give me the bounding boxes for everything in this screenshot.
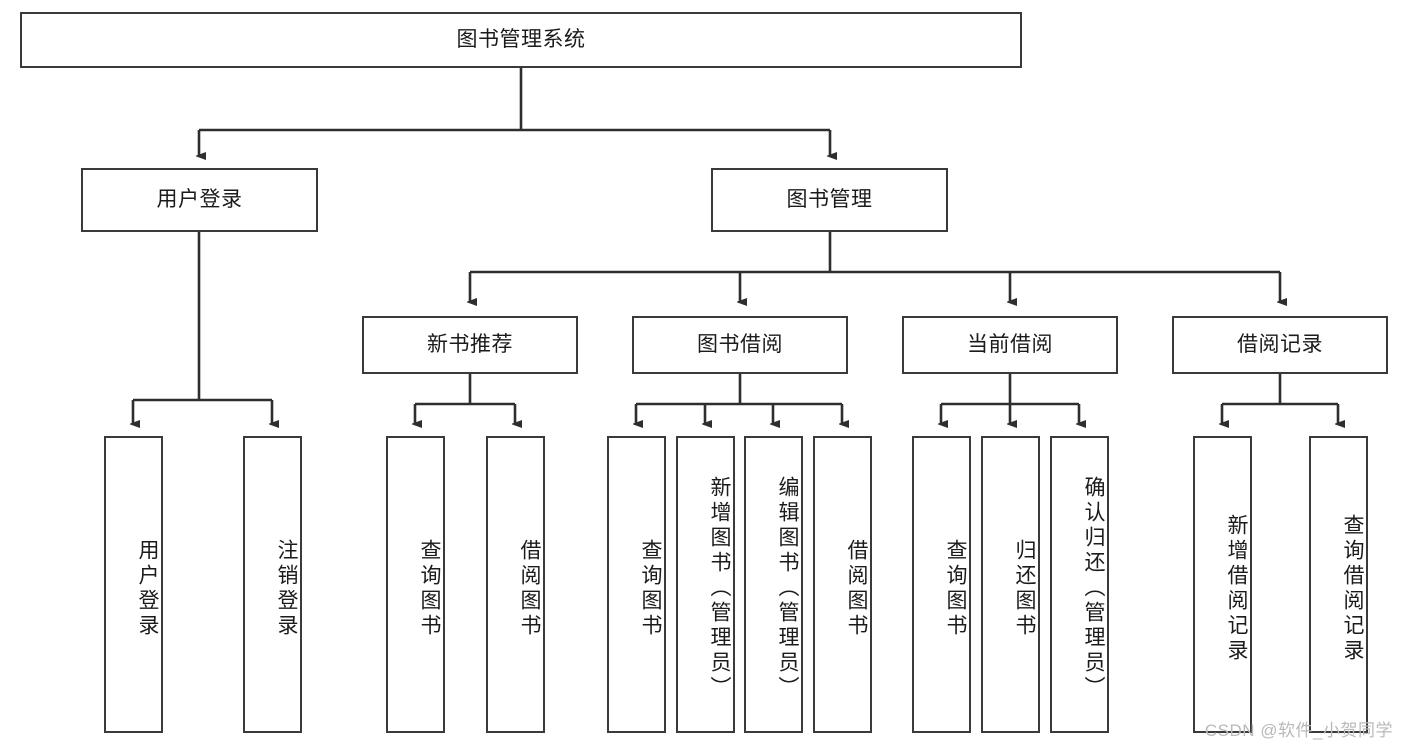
node-label: 借阅图书: [845, 538, 868, 639]
node-label: 编辑图书（管理员）: [776, 476, 799, 701]
node-label: 查询图书: [418, 538, 441, 639]
leaf-borrow-query-book[interactable]: 查询图书: [607, 436, 666, 733]
node-label: 查询图书: [639, 538, 662, 639]
node-label: 图书管理: [786, 188, 873, 212]
node-current-borrow[interactable]: 当前借阅: [902, 316, 1118, 374]
node-label: 图书借阅: [697, 333, 783, 357]
node-new-book-recommend[interactable]: 新书推荐: [362, 316, 578, 374]
node-label: 新增借阅记录: [1225, 513, 1248, 664]
leaf-newbook-borrow-book[interactable]: 借阅图书: [486, 436, 545, 733]
node-label: 注销登录: [275, 538, 298, 639]
node-label: 用户登录: [156, 188, 243, 212]
node-label: 图书管理系统: [456, 28, 586, 52]
node-label: 确认归还（管理员）: [1082, 476, 1105, 701]
node-label: 查询图书: [944, 538, 967, 639]
node-label: 归还图书: [1013, 538, 1036, 639]
leaf-user-logout[interactable]: 注销登录: [243, 436, 302, 733]
leaf-borrow-add-book-admin[interactable]: 新增图书（管理员）: [676, 436, 735, 733]
node-label: 新书推荐: [427, 333, 513, 357]
leaf-record-add-borrow-record[interactable]: 新增借阅记录: [1193, 436, 1252, 733]
leaf-record-query-borrow-record[interactable]: 查询借阅记录: [1309, 436, 1368, 733]
node-label: 查询借阅记录: [1341, 513, 1364, 664]
node-label: 新增图书（管理员）: [708, 476, 731, 701]
node-label: 用户登录: [136, 538, 159, 639]
leaf-current-query-book[interactable]: 查询图书: [912, 436, 971, 733]
leaf-current-return-book[interactable]: 归还图书: [981, 436, 1040, 733]
node-user-login[interactable]: 用户登录: [81, 168, 318, 232]
leaf-current-confirm-return-admin[interactable]: 确认归还（管理员）: [1050, 436, 1109, 733]
node-label: 当前借阅: [967, 333, 1053, 357]
leaf-borrow-borrow-book[interactable]: 借阅图书: [813, 436, 872, 733]
node-book-borrow[interactable]: 图书借阅: [632, 316, 848, 374]
node-book-management[interactable]: 图书管理: [711, 168, 948, 232]
node-root-book-management-system[interactable]: 图书管理系统: [20, 12, 1022, 68]
node-label: 借阅图书: [518, 538, 541, 639]
node-borrow-record[interactable]: 借阅记录: [1172, 316, 1388, 374]
leaf-newbook-query-book[interactable]: 查询图书: [386, 436, 445, 733]
leaf-user-login[interactable]: 用户登录: [104, 436, 163, 733]
node-label: 借阅记录: [1237, 333, 1323, 357]
leaf-borrow-edit-book-admin[interactable]: 编辑图书（管理员）: [744, 436, 803, 733]
